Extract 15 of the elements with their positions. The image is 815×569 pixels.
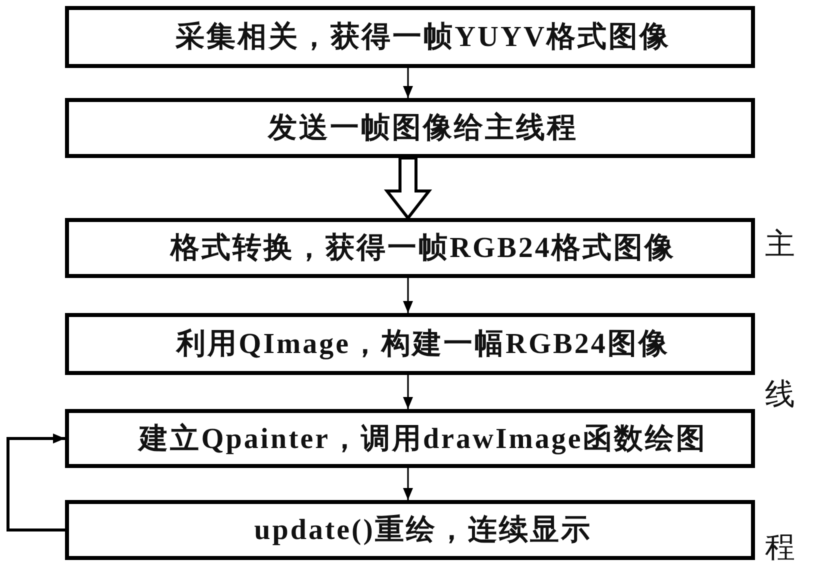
process-box: 采集相关，获得一帧YUYV格式图像 [65,6,755,68]
feedback-arrow [6,434,65,532]
process-box: 利用QImage，构建一幅RGB24图像 [65,313,755,375]
side-label: 线 [765,378,795,412]
arrow [403,375,413,409]
arrow [403,278,413,313]
side-label: 程 [765,531,795,565]
process-box: 发送一帧图像给主线程 [65,98,755,158]
process-box: 建立Qpainter，调用drawImage函数绘图 [65,409,755,468]
hollow-arrow [384,156,432,220]
arrow [403,68,413,98]
process-box: 格式转换，获得一帧RGB24格式图像 [65,218,755,278]
arrow [403,468,413,500]
side-label: 主 [765,228,795,262]
process-box: update()重绘，连续显示 [65,500,755,560]
